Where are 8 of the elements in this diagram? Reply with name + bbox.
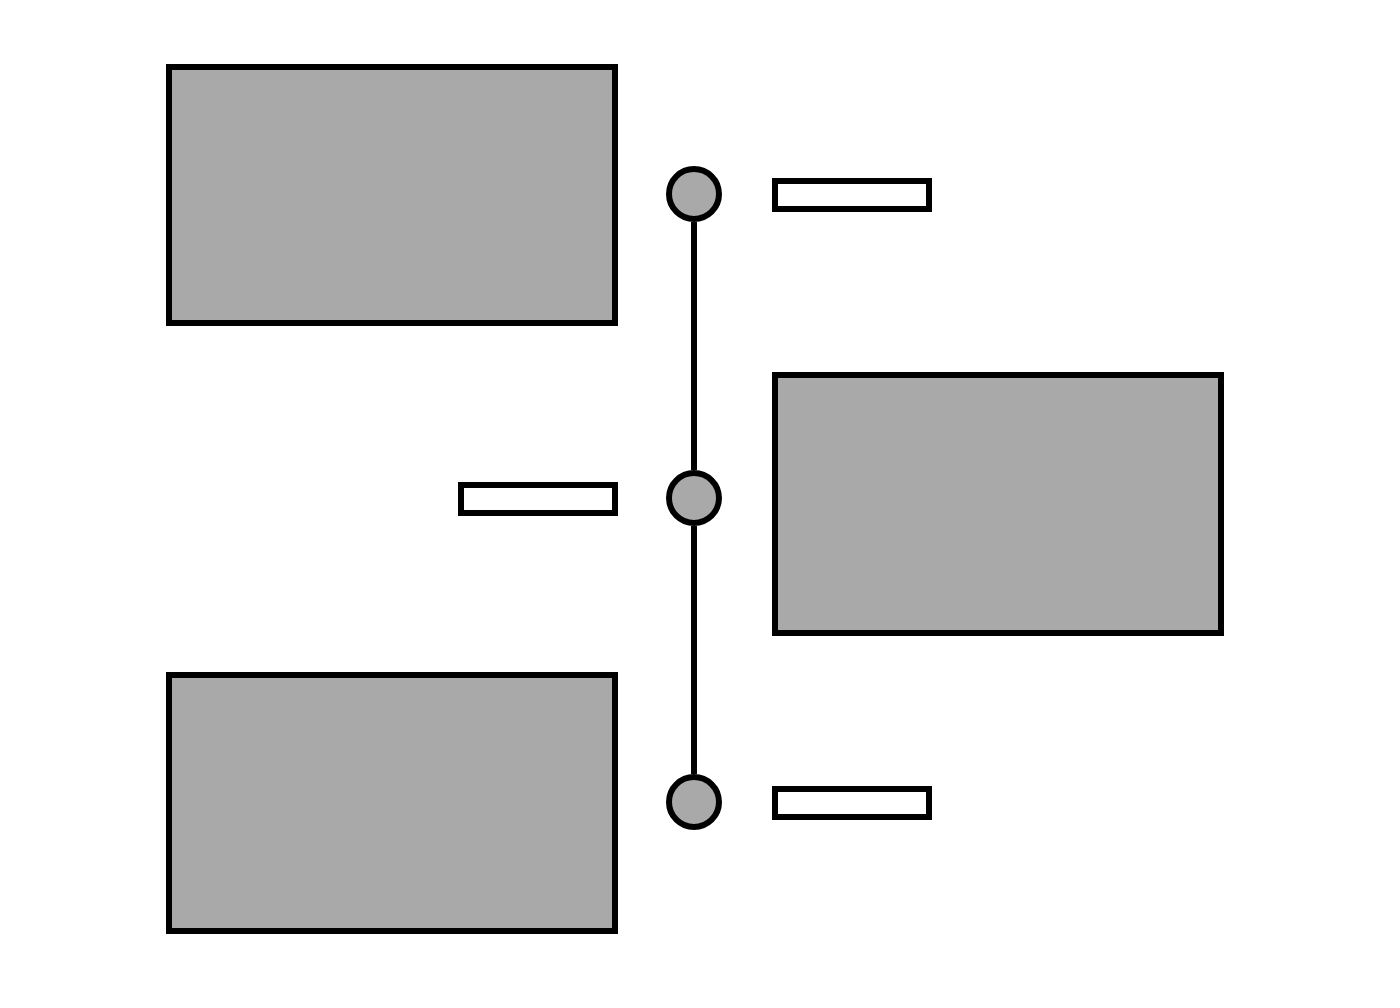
placeholder-bar: [772, 178, 932, 212]
placeholder-block: [772, 372, 1224, 636]
placeholder-block: [166, 64, 618, 326]
placeholder-bar: [458, 482, 618, 516]
placeholder-bar: [772, 786, 932, 820]
placeholder-block: [166, 672, 618, 934]
connector-line: [691, 222, 697, 470]
connector-line: [691, 526, 697, 774]
